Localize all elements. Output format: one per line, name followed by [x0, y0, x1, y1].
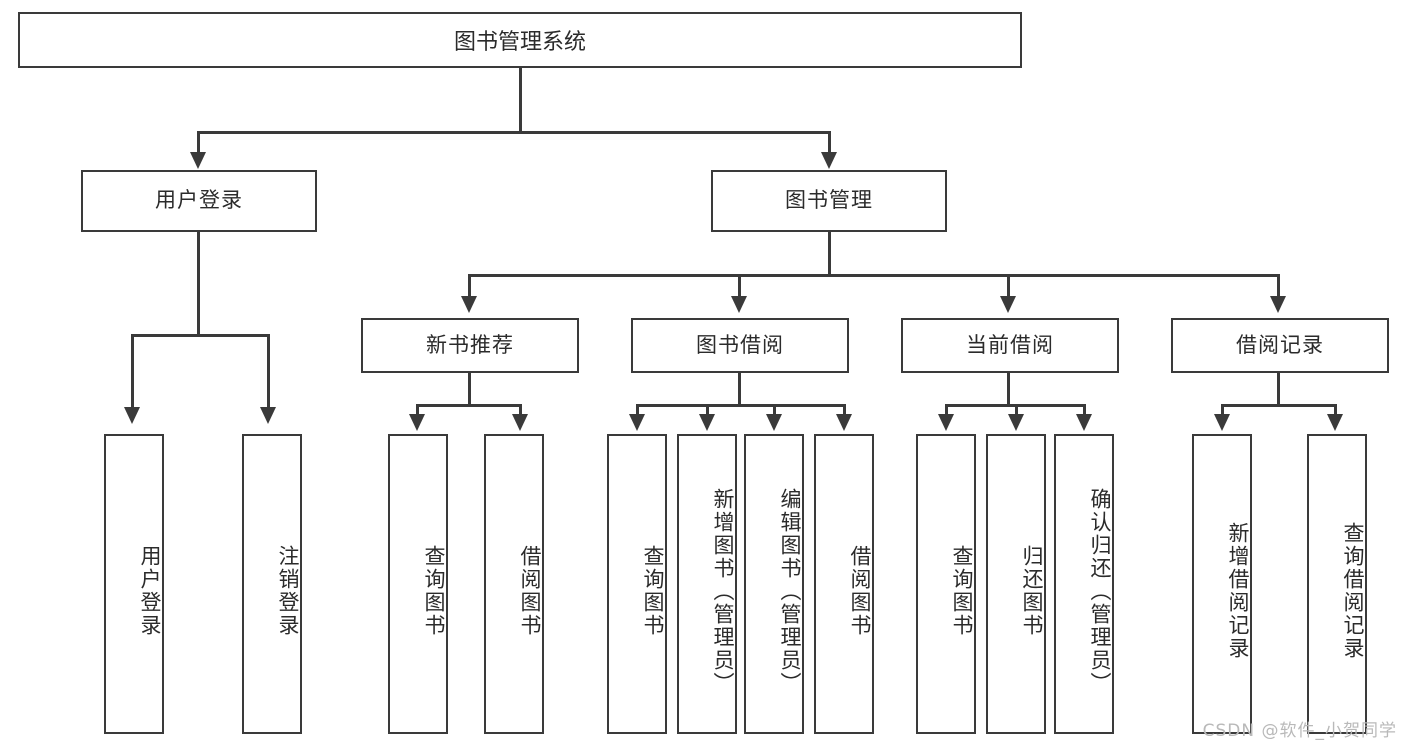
arrow-nb-to-leaf2	[512, 414, 528, 431]
node-root-book-management-system[interactable]: 图书管理系统	[18, 12, 1022, 68]
leaf-bb-query-book[interactable]: 查询图书	[607, 434, 667, 734]
leaf-br-add-record[interactable]: 新增借阅记录	[1192, 434, 1252, 734]
connector-current-borrow-bus	[945, 404, 1083, 407]
leaf-label: 借阅图书	[518, 545, 542, 637]
arrow-br-to-leaf2	[1327, 414, 1343, 431]
arrow-cb-to-leaf3	[1076, 414, 1092, 431]
connector-user-login-bus	[131, 334, 270, 337]
connector-root-to-book-management	[828, 131, 831, 154]
connector-root-bus	[197, 131, 831, 134]
connector-nb-to-leaf2	[519, 404, 522, 416]
connector-new-book-stem	[468, 373, 471, 406]
leaf-label: 查询图书	[950, 545, 974, 637]
arrow-root-to-book-management	[821, 152, 837, 169]
arrow-root-to-user-login	[190, 152, 206, 169]
connector-bm-to-new-book	[468, 274, 471, 298]
node-borrow-record[interactable]: 借阅记录	[1171, 318, 1389, 373]
connector-borrow-record-bus	[1221, 404, 1337, 407]
arrow-bm-to-new-book	[461, 296, 477, 313]
connector-cb-to-leaf1	[945, 404, 948, 416]
leaf-cb-confirm-return-admin[interactable]: 确认归还（管理员）	[1054, 434, 1114, 734]
leaf-label: 确认归还（管理员）	[1088, 487, 1112, 695]
leaf-label: 新增图书（管理员）	[711, 487, 735, 695]
connector-br-to-leaf1	[1221, 404, 1224, 416]
leaf-label: 编辑图书（管理员）	[778, 487, 802, 695]
leaf-nb-query-book[interactable]: 查询图书	[388, 434, 448, 734]
node-label: 图书管理	[785, 188, 873, 213]
arrow-bb-to-leaf4	[836, 414, 852, 431]
connector-root-to-user-login	[197, 131, 200, 154]
arrow-bb-to-leaf1	[629, 414, 645, 431]
leaf-cb-query-book[interactable]: 查询图书	[916, 434, 976, 734]
connector-bm-to-current-borrow	[1007, 274, 1010, 298]
connector-user-login-stem	[197, 232, 200, 336]
connector-book-management-bus	[468, 274, 1280, 277]
connector-bm-to-borrow-record	[1277, 274, 1280, 298]
leaf-cb-return-book[interactable]: 归还图书	[986, 434, 1046, 734]
node-label: 用户登录	[155, 188, 243, 213]
connector-borrow-record-stem	[1277, 373, 1280, 406]
connector-bb-to-leaf1	[636, 404, 639, 416]
connector-br-to-leaf2	[1334, 404, 1337, 416]
leaf-label: 借阅图书	[848, 545, 872, 637]
connector-book-borrow-stem	[738, 373, 741, 406]
arrow-bm-to-current-borrow	[1000, 296, 1016, 313]
node-label: 新书推荐	[426, 332, 514, 357]
leaf-bb-borrow-book[interactable]: 借阅图书	[814, 434, 874, 734]
arrow-cb-to-leaf2	[1008, 414, 1024, 431]
arrow-br-to-leaf1	[1214, 414, 1230, 431]
node-current-borrow[interactable]: 当前借阅	[901, 318, 1119, 373]
leaf-br-query-record[interactable]: 查询借阅记录	[1307, 434, 1367, 734]
connector-current-borrow-stem	[1007, 373, 1010, 406]
arrow-user-login-to-leaf2	[260, 407, 276, 424]
connector-bb-to-leaf4	[843, 404, 846, 416]
node-user-login[interactable]: 用户登录	[81, 170, 317, 232]
leaf-label: 用户登录	[138, 545, 162, 637]
node-label: 图书借阅	[696, 332, 784, 357]
leaf-label: 注销登录	[276, 545, 300, 637]
arrow-cb-to-leaf1	[938, 414, 954, 431]
connector-nb-to-leaf1	[416, 404, 419, 416]
node-new-book-recommend[interactable]: 新书推荐	[361, 318, 579, 373]
connector-user-login-to-leaf1	[131, 334, 134, 409]
connector-root-stem	[519, 68, 522, 133]
node-book-management[interactable]: 图书管理	[711, 170, 947, 232]
node-label: 借阅记录	[1236, 332, 1324, 357]
connector-bm-to-book-borrow	[738, 274, 741, 298]
leaf-label: 查询借阅记录	[1341, 522, 1365, 660]
leaf-bb-edit-book-admin[interactable]: 编辑图书（管理员）	[744, 434, 804, 734]
leaf-label: 查询图书	[641, 545, 665, 637]
connector-cb-to-leaf3	[1083, 404, 1086, 416]
leaf-label: 归还图书	[1020, 545, 1044, 637]
connector-book-borrow-bus	[636, 404, 845, 407]
connector-bb-to-leaf2	[706, 404, 709, 416]
arrow-nb-to-leaf1	[409, 414, 425, 431]
watermark: CSDN @软件_小贺同学	[1202, 721, 1397, 741]
node-book-borrow[interactable]: 图书借阅	[631, 318, 849, 373]
connector-cb-to-leaf2	[1015, 404, 1018, 416]
arrow-bm-to-borrow-record	[1270, 296, 1286, 313]
leaf-nb-borrow-book[interactable]: 借阅图书	[484, 434, 544, 734]
leaf-user-login[interactable]: 用户登录	[104, 434, 164, 734]
leaf-bb-add-book-admin[interactable]: 新增图书（管理员）	[677, 434, 737, 734]
arrow-bb-to-leaf3	[766, 414, 782, 431]
node-label: 图书管理系统	[453, 30, 586, 55]
arrow-bb-to-leaf2	[699, 414, 715, 431]
leaf-label: 新增借阅记录	[1226, 522, 1250, 660]
arrow-bm-to-book-borrow	[731, 296, 747, 313]
connector-new-book-bus	[416, 404, 522, 407]
arrow-user-login-to-leaf1	[124, 407, 140, 424]
leaf-logout[interactable]: 注销登录	[242, 434, 302, 734]
connector-book-management-stem	[828, 232, 831, 277]
node-label: 当前借阅	[966, 332, 1054, 357]
connector-bb-to-leaf3	[773, 404, 776, 416]
connector-user-login-to-leaf2	[267, 334, 270, 409]
leaf-label: 查询图书	[422, 545, 446, 637]
